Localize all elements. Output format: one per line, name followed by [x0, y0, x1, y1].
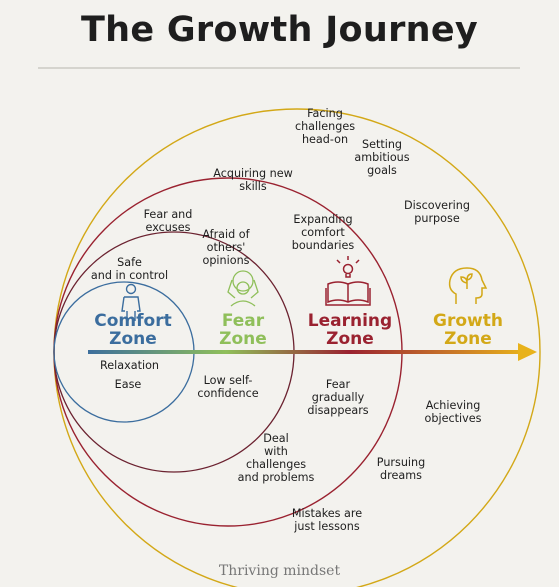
learning-item-dreams: Pursuing dreams [376, 456, 426, 482]
fear-zone-label: Fear Zone [219, 311, 267, 349]
learning-item-boundaries: Expanding comfort boundaries [291, 213, 355, 252]
growth-zone-label: Growth Zone [433, 311, 503, 349]
growth-item-mistakes: Mistakes are just lessons [291, 507, 363, 533]
worried-person-icon [227, 270, 259, 307]
comfort-zone-label: Comfort Zone [94, 311, 172, 349]
fear-item-confidence: Low self- confidence [197, 374, 259, 400]
head-plant-icon [448, 267, 488, 304]
progress-arrow-head [518, 343, 537, 361]
fear-item-opinions: Afraid of others' opinions [202, 228, 250, 267]
growth-item-purpose: Discovering purpose [404, 199, 470, 225]
fear-item-deal: Deal with challenges and problems [237, 432, 315, 484]
learning-item-skills: Acquiring new skills [213, 167, 293, 193]
comfort-item-ease: Ease [114, 378, 142, 391]
page-title: The Growth Journey [80, 10, 479, 50]
fear-item-excuses: Fear and excuses [143, 208, 193, 234]
growth-item-objectives: Achieving objectives [424, 399, 482, 425]
person-icon [121, 283, 141, 321]
comfort-item-safe: Safe and in control [90, 256, 169, 282]
growth-item-challenges: Facing challenges head-on [294, 107, 356, 146]
learning-zone-label: Learning Zone [307, 311, 393, 349]
learning-item-fear-gone: Fear gradually disappears [307, 378, 369, 417]
open-book-lightbulb-icon [325, 256, 371, 306]
footer-watermark: Thriving mindset [218, 563, 341, 579]
comfort-item-relaxation: Relaxation [99, 359, 160, 372]
growth-item-goals: Setting ambitious goals [354, 138, 410, 177]
